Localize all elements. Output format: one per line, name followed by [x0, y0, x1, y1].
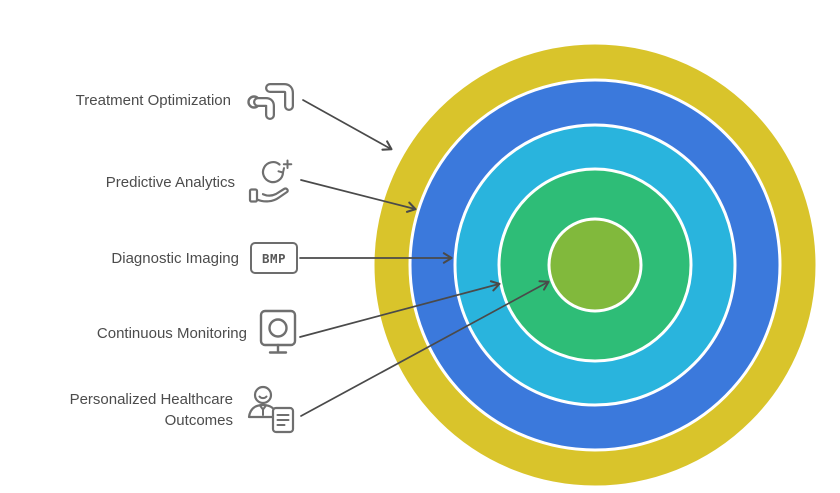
monitor-camera-icon: [258, 308, 298, 358]
arrow-continuous-monitoring: [299, 280, 501, 338]
elbow-connectors-icon: [242, 75, 298, 125]
label-predictive-analytics: Predictive Analytics: [105, 173, 235, 191]
label-treatment-optimization: Treatment Optimization: [75, 91, 231, 109]
label-continuous-monitoring: Continuous Monitoring: [96, 324, 247, 342]
label-diagnostic-imaging: Diagnostic Imaging: [111, 249, 239, 267]
label-item-treatment-optimization: Treatment Optimization: [76, 75, 298, 125]
label-personalized-outcomes: Personalized Healthcare Outcomes: [69, 391, 233, 429]
label-item-diagnostic-imaging: Diagnostic Imaging BMP: [111, 242, 298, 274]
ring-center: [547, 217, 643, 313]
label-item-predictive-analytics: Predictive Analytics: [106, 156, 298, 208]
label-item-continuous-monitoring: Continuous Monitoring: [97, 308, 298, 358]
arrow-predictive-analytics: [300, 179, 417, 213]
arrow-treatment-optimization: [302, 99, 393, 151]
arrow-personalized-outcomes: [300, 280, 550, 417]
patient-record-icon: [244, 384, 298, 436]
label-item-personalized-outcomes: Personalized Healthcare Outcomes: [51, 384, 298, 436]
bmp-image-file-icon: BMP: [250, 242, 298, 274]
bmp-file-type-text: BMP: [250, 242, 298, 274]
hand-holding-forecast-icon: [246, 156, 298, 208]
